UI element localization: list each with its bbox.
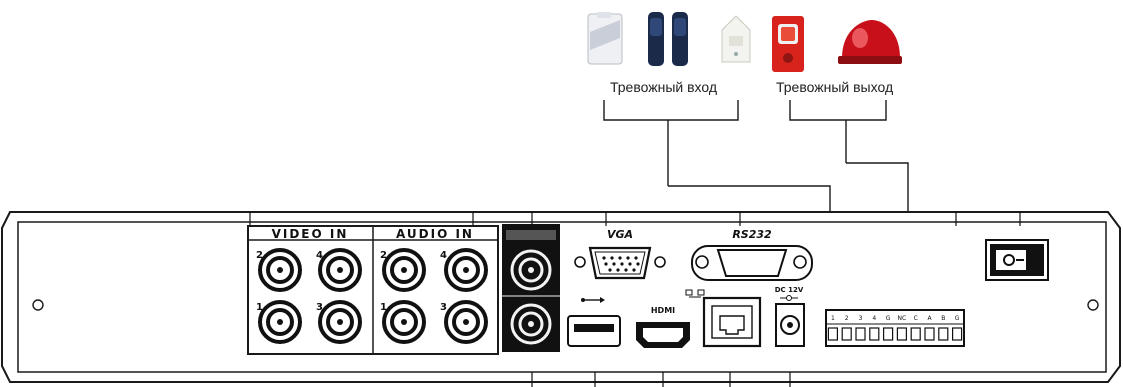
- audio-port-number: 2: [380, 250, 387, 261]
- video-port-number: 3: [316, 302, 323, 313]
- video-in-connector[interactable]: [318, 300, 362, 344]
- usb-icon: [581, 297, 605, 303]
- dvr-chassis: [1, 211, 1121, 383]
- audio-in-connector[interactable]: [382, 300, 426, 344]
- terminal-label: G: [955, 315, 960, 322]
- power-switch[interactable]: [985, 239, 1049, 281]
- vga-port[interactable]: [574, 246, 666, 280]
- vga-label: VGA: [607, 228, 633, 241]
- edge-tick-marks: [249, 212, 1021, 387]
- rs232-port[interactable]: [691, 245, 813, 281]
- terminal-label: 3: [859, 315, 863, 322]
- siren-strobe-icon: [772, 16, 804, 72]
- lan-port[interactable]: [702, 296, 762, 348]
- red-beacon-light-icon: [838, 20, 902, 64]
- video-in-connector[interactable]: [258, 300, 302, 344]
- dc-label: DC 12V: [775, 286, 804, 294]
- terminal-label: 2: [845, 315, 849, 322]
- video-in-label: VIDEO IN: [272, 227, 349, 241]
- hdmi-label: HDMI: [651, 306, 675, 315]
- terminal-screw[interactable]: [882, 327, 894, 341]
- alarm-input-label: Тревожный вход: [610, 79, 718, 95]
- terminal-screw[interactable]: [855, 327, 866, 341]
- terminal-screw[interactable]: [869, 327, 880, 341]
- dc-power-port[interactable]: [775, 303, 805, 347]
- audio-port-number: 3: [440, 302, 447, 313]
- terminal-label: B: [941, 315, 945, 322]
- alarm-terminal-block[interactable]: [825, 309, 965, 347]
- video-in-connector[interactable]: [318, 248, 362, 292]
- terminal-label: 1: [831, 315, 835, 322]
- beam-sensor-icon: [648, 12, 688, 66]
- terminal-screw[interactable]: [924, 327, 935, 341]
- terminal-screw[interactable]: [910, 327, 921, 341]
- terminal-label: G: [886, 315, 891, 322]
- terminal-screw[interactable]: [951, 327, 963, 341]
- pir-motion-detector-icon: [587, 12, 623, 65]
- terminal-screw[interactable]: [938, 327, 949, 341]
- audio-in-connector[interactable]: [444, 300, 488, 344]
- audio-in-connector[interactable]: [444, 248, 488, 292]
- terminal-label: 4: [872, 315, 876, 322]
- hdmi-port[interactable]: [636, 322, 690, 348]
- video-port-number: 4: [316, 250, 323, 261]
- network-icon: [685, 289, 705, 298]
- audio-in-connector[interactable]: [382, 248, 426, 292]
- smoke-detector-icon: [721, 15, 751, 63]
- video-port-number: 1: [256, 302, 263, 313]
- video-port-number: 2: [256, 250, 263, 261]
- av-output-block[interactable]: [502, 224, 560, 352]
- video-in-connector[interactable]: [258, 248, 302, 292]
- alarm-output-label: Тревожный выход: [776, 79, 894, 95]
- audio-port-number: 4: [440, 250, 447, 261]
- av-input-block: [247, 225, 499, 355]
- usb-port[interactable]: [567, 315, 621, 347]
- terminal-screw[interactable]: [827, 327, 839, 341]
- terminal-label: NC: [898, 315, 907, 322]
- dc-polarity-icon: [780, 295, 798, 301]
- audio-in-label: AUDIO IN: [396, 227, 474, 241]
- terminal-label: C: [914, 315, 918, 322]
- rs232-label: RS232: [732, 228, 772, 241]
- terminal-screw[interactable]: [896, 327, 908, 341]
- audio-port-number: 1: [380, 302, 387, 313]
- terminal-screw[interactable]: [841, 327, 852, 341]
- terminal-label: A: [927, 315, 932, 322]
